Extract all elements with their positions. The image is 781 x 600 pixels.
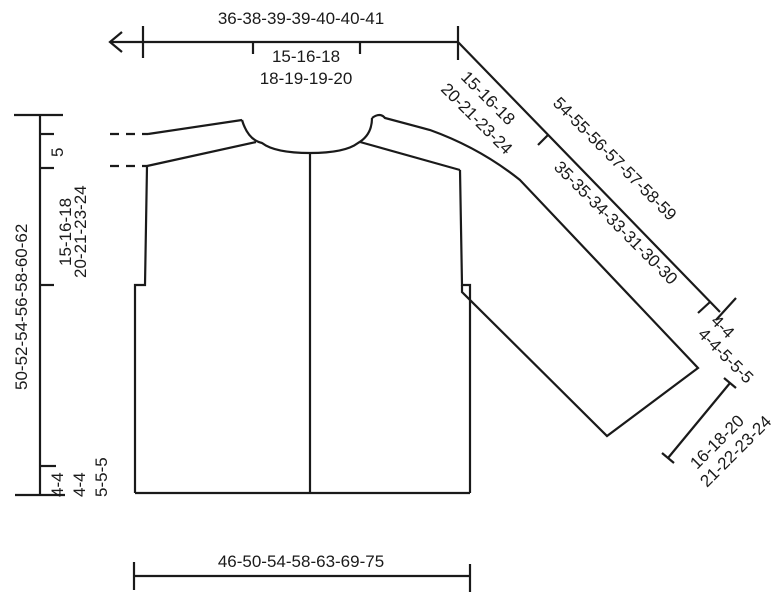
label-rib-line3: 5-5-5 (92, 457, 111, 497)
label-total-length: 50-52-54-56-58-60-62 (12, 224, 31, 390)
label-armhole-depth-line1: 15-16-18 (56, 198, 75, 266)
label-rib-line1: 4-4 (48, 472, 67, 497)
sleeve-outline (371, 113, 700, 438)
label-rib-line2: 4-4 (70, 472, 89, 497)
arrow-left-icon (108, 31, 123, 53)
body-outline (110, 117, 472, 495)
bottom-width-dimension: 46-50-54-58-63-69-75 (132, 552, 472, 592)
top-width-dimension: 36-38-39-39-40-40-41 15-16-18 18-19-19-2… (108, 9, 460, 88)
length-dimension: 50-52-54-56-58-60-62 5 15-16-18 20-21-23… (12, 113, 111, 497)
label-armhole-depth-line2: 20-21-23-24 (71, 185, 90, 278)
sleeve-width-dimension: 16-18-20 21-22-23-24 (661, 377, 775, 491)
label-neck-width-line2: 18-19-19-20 (260, 69, 353, 88)
label-bottom-width: 46-50-54-58-63-69-75 (218, 552, 384, 571)
sleeve-length-dimension: 15-16-18 20-21-23-24 54-55-56-57-57-58-5… (437, 41, 757, 387)
neckline (240, 117, 374, 155)
label-sleeve-length-to-cuff: 35-35-34-33-31-30-30 (550, 157, 681, 288)
label-neck-depth: 5 (48, 148, 67, 157)
label-neck-width-line1: 15-16-18 (272, 47, 340, 66)
label-half-width-top: 36-38-39-39-40-40-41 (218, 9, 384, 28)
